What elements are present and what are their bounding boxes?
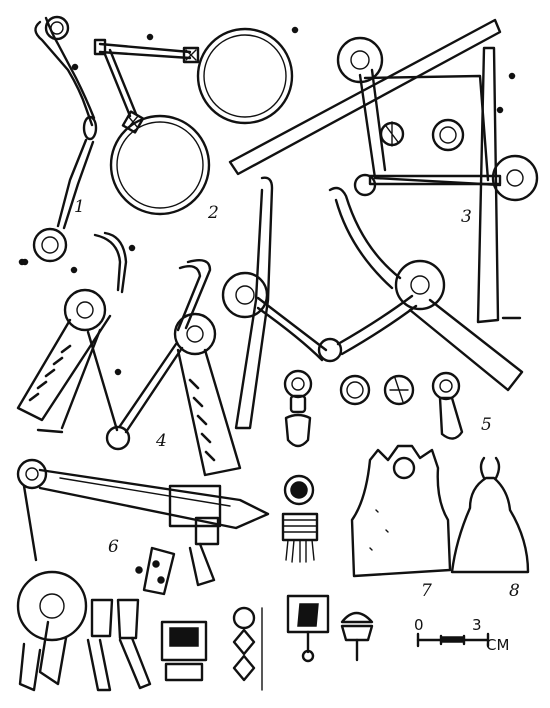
label-4: 4: [155, 431, 167, 451]
item-8-drawing: [450, 456, 530, 574]
item-4-drawing: [16, 231, 242, 477]
label-2: 2: [207, 203, 219, 223]
label-7: 7: [421, 581, 432, 601]
label-5: 5: [481, 415, 492, 435]
item-7-drawing: [350, 444, 452, 578]
scale-start-label: 0: [414, 616, 424, 634]
label-8: 8: [509, 581, 520, 601]
item-2-drawing: [93, 26, 299, 216]
item-6-drawing: [16, 458, 270, 692]
small-fittings-drawing: [160, 474, 374, 691]
label-1: 1: [74, 197, 85, 217]
item-3-drawing: [228, 18, 539, 324]
item-1-drawing: [18, 15, 98, 274]
scale-end-label: 3: [472, 616, 482, 634]
label-6: 6: [108, 537, 119, 557]
label-3: 3: [461, 207, 472, 227]
item-5-drawing: [221, 176, 524, 448]
scale-unit-label: СМ: [486, 636, 509, 654]
scale-bar: [416, 632, 490, 648]
